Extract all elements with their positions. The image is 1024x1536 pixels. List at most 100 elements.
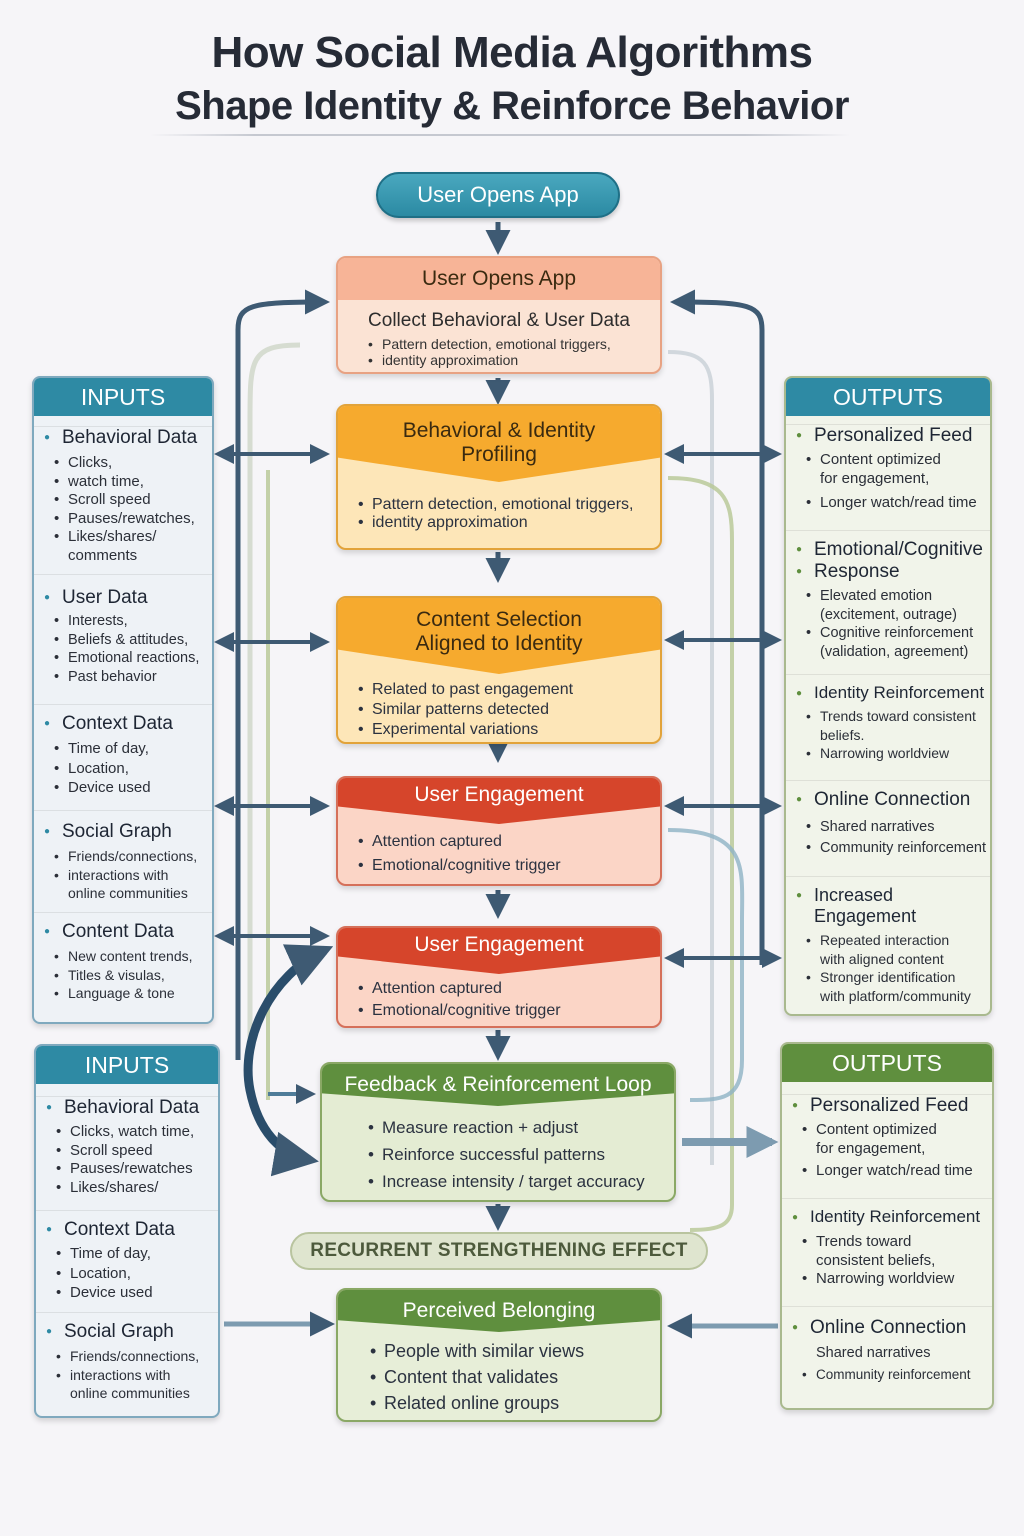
loop-arrow-right-top bbox=[670, 289, 765, 965]
output-section-identity: Identity Reinforcement Trends toward con… bbox=[782, 1198, 992, 1289]
step-7-bullet: Related online groups bbox=[370, 1390, 660, 1416]
section-heading: Online Connection bbox=[786, 789, 990, 811]
section-item: (validation, agreement) bbox=[820, 643, 969, 660]
output-section-online: Online Connection Shared narratives Comm… bbox=[786, 780, 990, 859]
output-section-feed: Personalized Feed Content optimized for … bbox=[782, 1094, 992, 1181]
step-7-bullet: People with similar views bbox=[370, 1338, 660, 1364]
recurrent-effect-banner: RECURRENT STRENGTHENING EFFECT bbox=[290, 1232, 708, 1270]
outputs-panel-title: OUTPUTS bbox=[786, 378, 990, 416]
section-item: Shared narratives bbox=[806, 817, 990, 838]
section-item: online communities bbox=[68, 885, 188, 901]
loop-arrow-left-top bbox=[235, 289, 330, 1060]
outputs-panel-top: OUTPUTS Personalized Feed Content optimi… bbox=[784, 376, 992, 1016]
step-content-selection: Content Selection Aligned to Identity Re… bbox=[336, 596, 662, 744]
section-item: comments bbox=[68, 546, 138, 564]
output-section-identity: Identity Reinforcement Trends toward con… bbox=[786, 674, 990, 763]
section-item: Community reinforcement bbox=[806, 838, 990, 859]
step-6-bullet: Measure reaction + adjust bbox=[368, 1114, 674, 1141]
section-item: watch time, bbox=[54, 473, 212, 492]
section-item: Beliefs & attitudes, bbox=[54, 631, 212, 650]
section-item: Likes/shares/ bbox=[54, 528, 212, 547]
section-item: for engagement, bbox=[816, 1139, 926, 1157]
loop-line-green-right bbox=[667, 476, 734, 1232]
output-section-feed: Personalized Feed Content optimized for … bbox=[786, 424, 990, 513]
output-section-engagement: Increased Engagement Repeated interactio… bbox=[786, 876, 990, 1005]
section-item: Friends/connections, bbox=[56, 1347, 218, 1366]
inputs-panel-title: INPUTS bbox=[34, 378, 212, 416]
input-section-context: Context Data Time of day, Location, Devi… bbox=[36, 1210, 218, 1303]
section-heading: Identity Reinforcement bbox=[786, 683, 990, 703]
section-item: for engagement, bbox=[820, 469, 930, 487]
loop-line-faint-left bbox=[247, 342, 301, 1090]
feedback-curve-arrow bbox=[243, 944, 334, 1177]
step-7-title: Perceived Belonging bbox=[338, 1290, 660, 1332]
input-section-behavioral: Behavioral Data Clicks, watch time, Scro… bbox=[34, 426, 212, 565]
section-item: Longer watch/read time bbox=[802, 1162, 992, 1181]
step-1-title: User Opens App bbox=[338, 258, 660, 300]
title-line-2: Shape Identity & Reinforce Behavior bbox=[175, 84, 849, 128]
input-section-user: User Data Interests, Beliefs & attitudes… bbox=[34, 574, 212, 686]
loop-line-blue-right bbox=[667, 828, 745, 1102]
section-heading: Behavioral Data bbox=[34, 427, 212, 449]
section-heading: Personalized Feed bbox=[786, 425, 990, 447]
section-item: (excitement, outrage) bbox=[820, 606, 958, 623]
section-heading: Identity Reinforcement bbox=[782, 1207, 992, 1227]
input-section-social: Social Graph Friends/connections, intera… bbox=[36, 1312, 218, 1403]
outputs-panel-title: OUTPUTS bbox=[782, 1044, 992, 1082]
step-2-bullet: Pattern detection, emotional triggers, bbox=[358, 496, 660, 514]
step-feedback-loop: Feedback & Reinforcement Loop Measure re… bbox=[320, 1062, 676, 1202]
section-item: Longer watch/read time bbox=[806, 494, 990, 513]
section-heading-line-2: Response bbox=[786, 561, 990, 583]
input-section-behavioral: Behavioral Data Clicks, watch time, Scro… bbox=[36, 1096, 218, 1197]
section-item: Emotional reactions, bbox=[54, 649, 212, 668]
step-3-title-line-2: Aligned to Identity bbox=[415, 632, 583, 655]
section-item: Device used bbox=[56, 1283, 218, 1303]
section-item: Repeated interaction bbox=[806, 931, 990, 950]
step-2-title-line-1: Behavioral & Identity bbox=[402, 419, 596, 442]
section-heading: Content Data bbox=[34, 921, 212, 943]
step-5-title: User Engagement bbox=[338, 928, 660, 974]
step-1-subtitle: Collect Behavioral & User Data bbox=[368, 310, 630, 331]
section-item: New content trends, bbox=[54, 947, 212, 966]
input-section-content: Content Data New content trends, Titles … bbox=[34, 912, 212, 1003]
inputs-panel-bottom: INPUTS Behavioral Data Clicks, watch tim… bbox=[34, 1044, 220, 1418]
input-section-context: Context Data Time of day, Location, Devi… bbox=[34, 704, 212, 798]
section-item: with platform/community bbox=[820, 987, 971, 1004]
section-item: Time of day, bbox=[54, 739, 212, 759]
section-item: Content optimized bbox=[802, 1121, 992, 1140]
section-item: Narrowing worldview bbox=[806, 744, 990, 763]
input-section-social: Social Graph Friends/connections, intera… bbox=[34, 810, 212, 903]
step-3-bullet: Experimental variations bbox=[358, 720, 660, 740]
section-item: Time of day, bbox=[56, 1244, 218, 1264]
section-item: Interests, bbox=[54, 612, 212, 631]
step-4-bullet: Attention captured bbox=[358, 830, 660, 854]
step-4-title: User Engagement bbox=[338, 778, 660, 824]
section-item: interactions with bbox=[54, 866, 212, 885]
section-item: Location, bbox=[56, 1264, 218, 1284]
section-heading: Social Graph bbox=[36, 1321, 218, 1343]
step-2-title: Behavioral & Identity Profiling bbox=[338, 406, 660, 482]
section-item: Past behavior bbox=[54, 668, 212, 687]
start-node: User Opens App bbox=[376, 172, 620, 218]
section-heading: Emotional/Cognitive bbox=[786, 539, 990, 561]
section-heading: Online Connection bbox=[782, 1317, 992, 1339]
section-item: Elevated emotion bbox=[806, 587, 990, 606]
section-item: consistent beliefs, bbox=[816, 1251, 936, 1269]
step-3-bullet: Similar patterns detected bbox=[358, 700, 660, 720]
step-4-bullet: Emotional/cognitive trigger bbox=[358, 854, 660, 878]
step-user-engagement-2: User Engagement Attention captured Emoti… bbox=[336, 926, 662, 1028]
output-section-online: Online Connection Shared narratives Comm… bbox=[782, 1306, 992, 1385]
inputs-panel-title: INPUTS bbox=[36, 1046, 218, 1084]
step-1-bullet: Pattern detection, emotional triggers, bbox=[368, 336, 660, 352]
step-1-bullet: identity approximation bbox=[368, 352, 660, 368]
section-item: online communities bbox=[70, 1385, 190, 1401]
section-item: Cognitive reinforcement bbox=[806, 624, 990, 643]
title-line-1: How Social Media Algorithms bbox=[211, 28, 813, 77]
section-item: beliefs. bbox=[820, 726, 865, 743]
section-item: Pauses/rewatches bbox=[56, 1160, 218, 1179]
step-3-title-line-1: Content Selection bbox=[416, 608, 582, 631]
step-6-title: Feedback & Reinforcement Loop bbox=[322, 1064, 674, 1106]
section-heading: Social Graph bbox=[34, 821, 212, 843]
loop-line-faint-right bbox=[667, 350, 714, 1165]
